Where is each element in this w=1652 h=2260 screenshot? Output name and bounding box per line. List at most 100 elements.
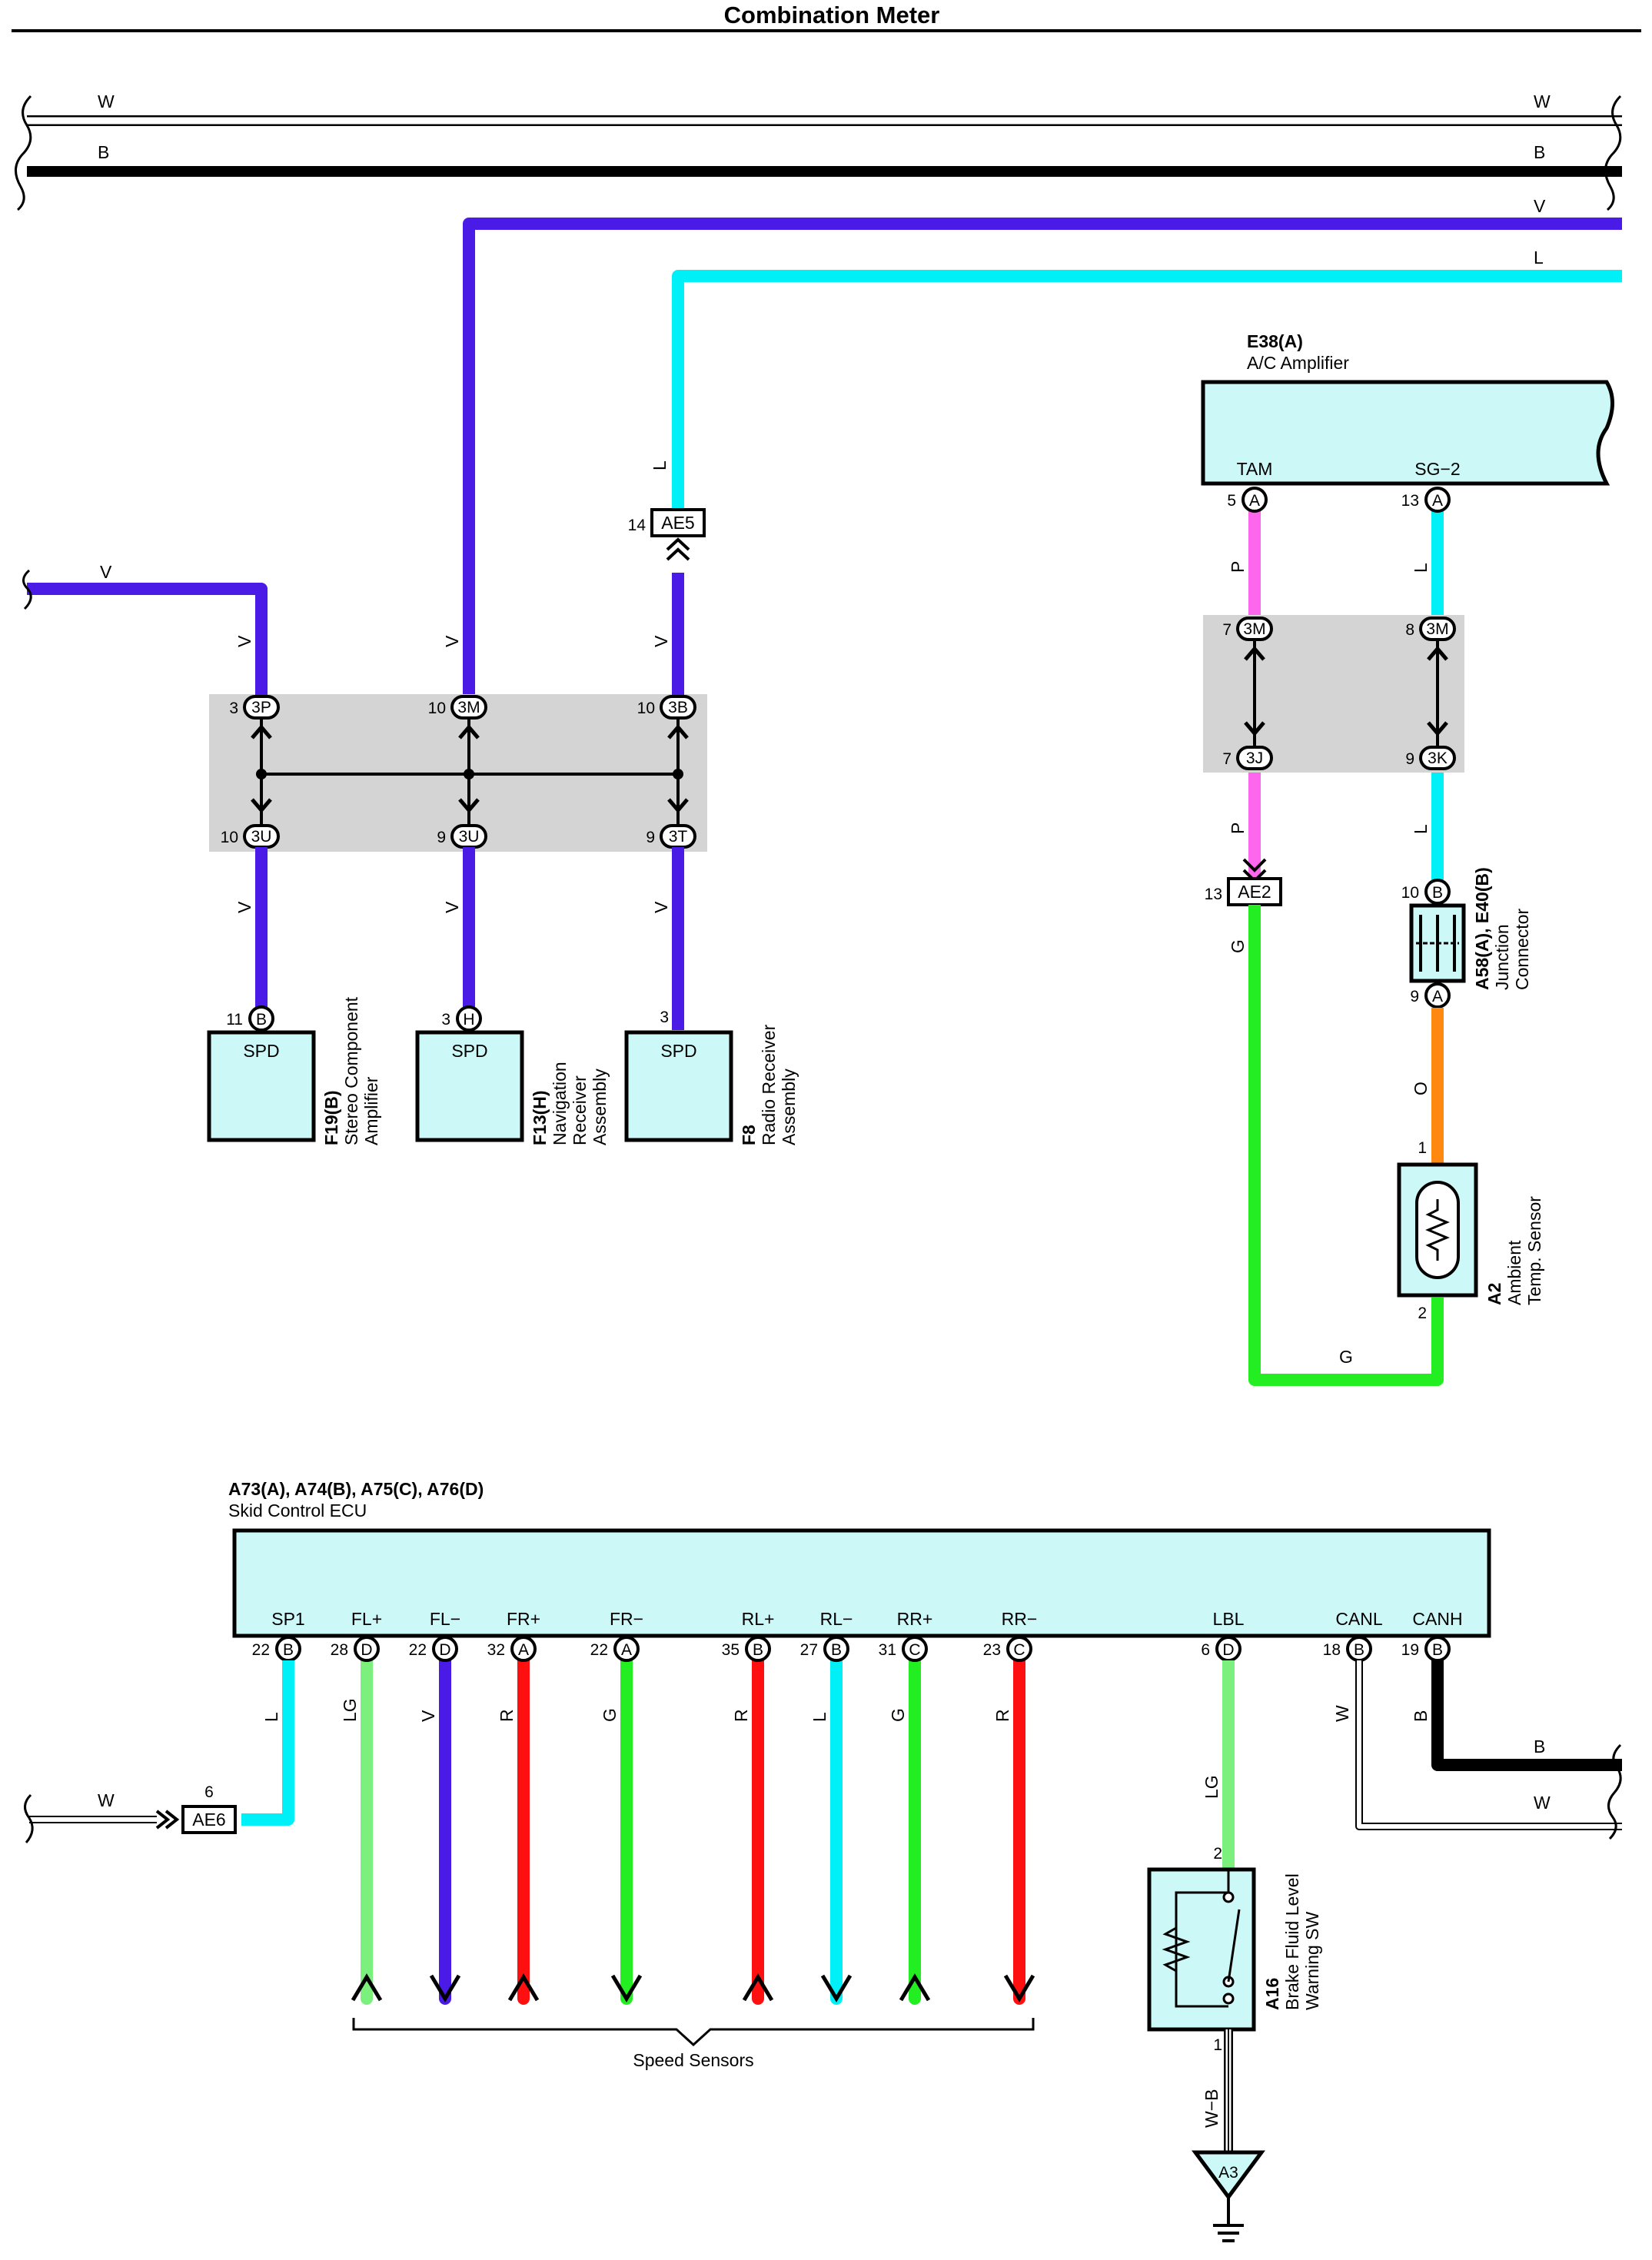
jl-wire-label-1: V (234, 635, 254, 647)
pin-fl-minus-conn: D (439, 1641, 450, 1659)
wire-l-right-label: L (1534, 248, 1544, 268)
wire-v-right-label: V (1534, 196, 1546, 216)
ae5-pin: 14 (628, 517, 647, 534)
pin-fr-plus-conn: A (518, 1641, 529, 1659)
speed-sensors-brace (352, 2018, 1035, 2047)
bus-w-bottom-label: W (1534, 1793, 1551, 1813)
jl-wire-label-5: V (442, 901, 462, 913)
pin-lbl-wire-label: LG (1202, 1775, 1222, 1799)
ae6-label: AE6 (192, 1810, 225, 1830)
spd1-code: F19(B) (321, 1090, 341, 1145)
pin-rr-plus-wire-label: G (888, 1708, 908, 1722)
pin-sp1-num: 22 (252, 1641, 270, 1659)
ac-pin1-conn: A (1249, 492, 1260, 510)
sensor-name2: Temp. Sensor (1524, 1196, 1544, 1305)
brake-name1: Brake Fluid Level (1282, 1873, 1302, 2010)
jr-top-num-1: 7 (1222, 621, 1232, 639)
jl-bot-conn-3: 3T (669, 828, 688, 846)
pin-lbl-name: LBL (1213, 1609, 1245, 1629)
arrow-rl-minus (820, 1974, 853, 2002)
pin-rl-minus-conn: B (831, 1641, 842, 1659)
jl-bot-num-2: 9 (437, 829, 446, 846)
spd1-pin: 11 (226, 1011, 243, 1029)
bus-b-bottom-label: B (1534, 1737, 1545, 1756)
jl-bot-num-1: 10 (221, 829, 238, 846)
pin-fr-plus-name: FR+ (507, 1609, 540, 1629)
jl-top-num-1: 3 (229, 700, 238, 717)
pin-canl-conn: B (1354, 1641, 1364, 1659)
jl-wire-label-6: V (651, 901, 671, 913)
break-mark-v-in (22, 569, 32, 610)
spd2-label: SPD (451, 1041, 487, 1061)
pin-fr-plus-num: 32 (487, 1641, 505, 1659)
pin-lbl-conn: D (1222, 1641, 1234, 1659)
pin-rr-plus (902, 1636, 928, 1662)
pin-sp1-conn: B (283, 1641, 294, 1659)
wire-canl-w-outer (1355, 1660, 1622, 1830)
spd1-label: SPD (243, 1041, 279, 1061)
jr-top-conn-2: 3M (1426, 620, 1448, 638)
ecu-name: Skid Control ECU (228, 1501, 367, 1521)
pin-fl-plus-num: 28 (331, 1641, 348, 1659)
ac-amplifier-box (1201, 380, 1614, 486)
wire-sp1-l (241, 1660, 294, 1826)
ac-pin2-num: 13 (1401, 492, 1419, 510)
g-wire-label-1: G (1228, 939, 1248, 953)
pin-fr-minus-wire-label: G (600, 1708, 620, 1722)
pin-fr-plus (510, 1636, 537, 1662)
jr-wire-label-1: P (1228, 561, 1248, 573)
sensor-code: A2 (1484, 1283, 1504, 1305)
spd1-name2: Amplifier (361, 1076, 381, 1145)
ecu-code: A73(A), A74(B), A75(C), A76(D) (228, 1479, 484, 1499)
speed-sensors-label: Speed Sensors (633, 2050, 753, 2070)
junction-left-pins (251, 707, 689, 838)
wire-v-in-left (27, 583, 268, 707)
jr-wire-label-3: P (1228, 823, 1248, 834)
pin-fr-minus (613, 1636, 640, 1662)
wire-canl-w-inner (1357, 1660, 1622, 1829)
brake-fluid-level-switch (1147, 1867, 1256, 2032)
pin-canl-wire-label: W (1332, 1705, 1352, 1722)
pin-rl-plus-conn: B (753, 1641, 763, 1659)
g-wire-label-2: G (1339, 1347, 1353, 1367)
jl-top-conn-2: 3M (457, 699, 480, 716)
spd3-code: F8 (739, 1125, 759, 1145)
break-mark-left-top (15, 95, 32, 211)
bus-b-left-label: B (98, 142, 109, 162)
jl-top-num-2: 10 (428, 700, 446, 717)
spd-component-3 (624, 1030, 733, 1142)
sensor-name1: Ambient (1504, 1240, 1524, 1305)
pin-canl-num: 18 (1323, 1641, 1341, 1659)
pin-rl-minus-name: RL− (820, 1609, 853, 1629)
spd3-label: SPD (660, 1041, 696, 1061)
ac-pin1-num: 5 (1227, 492, 1236, 510)
jl-top-conn-1: 3P (251, 699, 271, 716)
wire-l-top (672, 270, 1622, 523)
pin-canl-name: CANL (1335, 1609, 1383, 1629)
brake-code: A16 (1262, 1978, 1282, 2010)
pin-fr-minus-name: FR− (610, 1609, 643, 1629)
jl-top-conn-3: 3B (668, 699, 688, 716)
jcn-pin-top: 10 (1401, 884, 1419, 902)
jr-bot-conn-1: 3J (1246, 749, 1263, 767)
ecu-pin-group: B22SP1LD28FL+LGD22FL−VA32FR+RA22FR−GB35R… (252, 1609, 1463, 2005)
pin-canh-num: 19 (1401, 1641, 1419, 1659)
arrow-fr-plus (507, 1973, 540, 2002)
spd2-code: F13(H) (530, 1090, 550, 1145)
ground-triangle (1192, 2150, 1265, 2201)
pin-fr-plus-wire-label: R (497, 1709, 517, 1722)
pin-fl-minus-num: 22 (409, 1641, 427, 1659)
jcn-conn-top: B (1432, 884, 1443, 902)
junction-connector-a58 (1409, 903, 1466, 983)
sensor-pin2: 2 (1418, 1304, 1427, 1322)
spd2-name2: Receiver (570, 1075, 590, 1145)
jl-top-num-3: 10 (637, 700, 655, 717)
pin-rl-plus-wire-label: R (731, 1709, 751, 1722)
arrow-fr-minus (610, 1974, 643, 2002)
wire-g-loop (1248, 905, 1444, 1386)
pin-canh-name: CANH (1412, 1609, 1462, 1629)
spd2-name1: Navigation (550, 1062, 570, 1145)
ac-amp-code: E38(A) (1247, 331, 1303, 351)
jl-wire-label-4: V (234, 901, 254, 913)
jr-bot-num-1: 7 (1222, 750, 1232, 768)
